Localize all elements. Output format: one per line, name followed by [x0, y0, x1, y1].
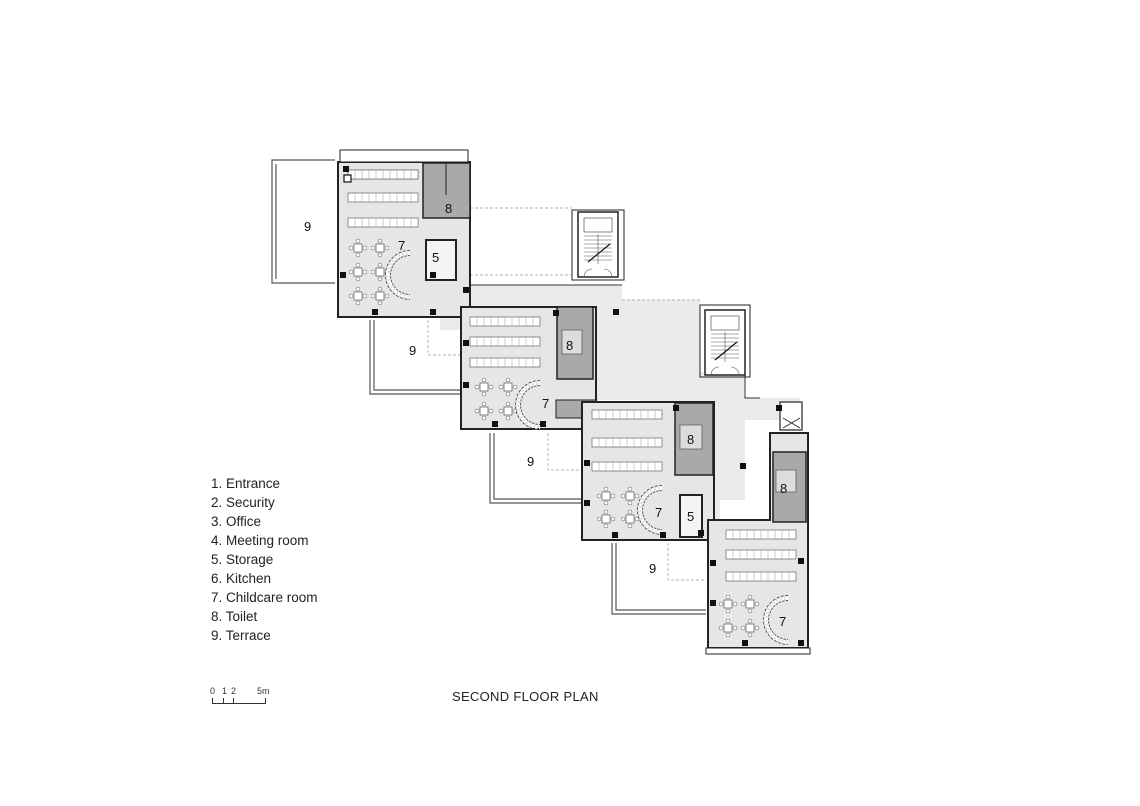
label-storage-3: 5 [687, 509, 694, 524]
label-childcare-1: 7 [398, 238, 405, 253]
label-storage-1: 5 [432, 250, 439, 265]
label-childcare-2: 7 [542, 396, 549, 411]
plan-title: SECOND FLOOR PLAN [452, 689, 599, 704]
label-toilet-1: 8 [445, 201, 452, 216]
legend-item: 1. Entrance [211, 476, 281, 491]
label-childcare-4: 7 [779, 614, 786, 629]
label-toilet-4: 8 [780, 481, 787, 496]
legend-item: 2. Security [211, 495, 275, 510]
scale-label-5: 5m [257, 686, 270, 696]
legend-item: 6. Kitchen [211, 571, 272, 586]
unit-3 [581, 401, 715, 541]
stair-2 [704, 309, 746, 376]
label-terrace-2: 9 [409, 343, 416, 358]
terraces [271, 159, 706, 615]
label-terrace-1: 9 [304, 219, 311, 234]
room-labels: 9 7 8 5 9 8 7 9 8 7 5 8 9 7 [304, 201, 787, 629]
scale-tick [233, 698, 234, 703]
label-childcare-3: 7 [655, 505, 662, 520]
legend-item: 3. Office [211, 514, 262, 529]
scale-bar: 0 1 2 5m [209, 686, 279, 710]
stair-1 [577, 211, 619, 278]
unit-2 [460, 306, 619, 430]
unit-1 [337, 149, 471, 318]
legend-item: 9. Terrace [211, 628, 271, 643]
scale-label-1: 1 [222, 686, 228, 696]
unit-4 [705, 401, 811, 655]
legend-item: 8. Toilet [211, 609, 258, 624]
legend-item: 4. Meeting room [211, 533, 309, 548]
scale-line [212, 698, 266, 704]
legend: 1. Entrance 2. Security 3. Office 4. Mee… [211, 474, 318, 645]
label-toilet-3: 8 [687, 432, 694, 447]
label-toilet-2: 8 [566, 338, 573, 353]
label-terrace-4: 9 [649, 561, 656, 576]
legend-item: 5. Storage [211, 552, 274, 567]
legend-item: 7. Childcare room [211, 590, 318, 605]
label-terrace-3: 9 [527, 454, 534, 469]
scale-label-0: 0 [210, 686, 216, 696]
scale-label-2: 2 [231, 686, 237, 696]
scale-tick [223, 698, 224, 703]
